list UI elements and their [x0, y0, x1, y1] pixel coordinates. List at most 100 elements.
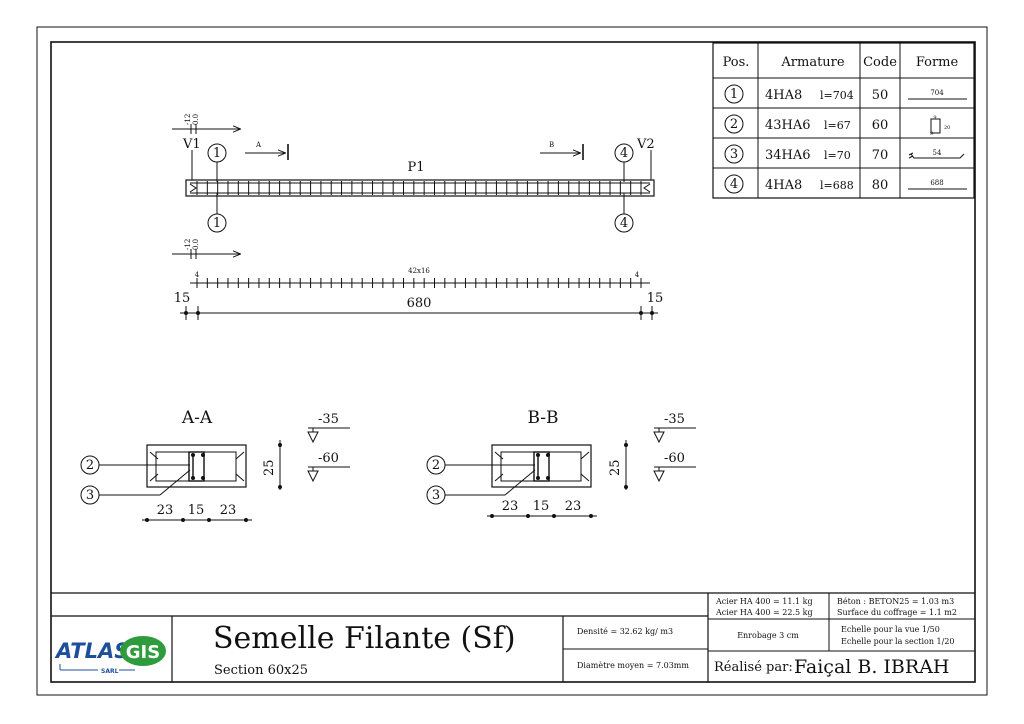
table-row-code: 50: [872, 88, 889, 103]
section-stirrup: [155, 451, 237, 482]
position-marker: [724, 174, 744, 194]
table-row-length: l=70: [824, 149, 851, 162]
densite-value: Densité = 32.62 kg/ m3: [577, 627, 673, 636]
shape-stirrup-dim: 20: [944, 125, 950, 131]
section-width: 23: [502, 499, 519, 514]
section-outline: [146, 444, 247, 488]
position-marker: [724, 84, 744, 104]
section-width: 15: [188, 503, 205, 518]
table-row-length: l=688: [820, 179, 854, 192]
support-label-right: V2: [636, 137, 655, 152]
logo-badge-text: GIS: [126, 642, 160, 663]
table-row-length: l=704: [820, 89, 854, 102]
title-block: ATLAS GIS SARL Semelle Filante (Sf) Sect…: [51, 592, 975, 682]
table-row-code: 80: [872, 178, 889, 193]
stirrups: [189, 181, 651, 195]
author-name: Faiçal B. IBRAH: [794, 656, 950, 678]
position-marker: [724, 144, 744, 164]
cut-label-b: B: [549, 141, 554, 149]
inner-border: [50, 41, 976, 683]
section-title: A-A: [181, 408, 213, 428]
section-level: -35: [664, 412, 685, 427]
section-callout: 2: [86, 458, 94, 473]
overall-dim-right: 15: [647, 291, 664, 306]
position-marker-label: 1: [213, 146, 221, 161]
level-label: -12: [184, 114, 192, 125]
section-width: 23: [565, 499, 582, 514]
stirrup-dim-right: 4: [635, 271, 640, 279]
position-marker: [724, 114, 744, 134]
section-width: 23: [157, 503, 174, 518]
bar-end-hook: [643, 183, 651, 193]
position-marker-label: 1: [213, 216, 221, 231]
section-a-a: A-A 2 3 25 23 15 23 -35 -60: [80, 408, 350, 522]
shape-length-label: 54: [933, 149, 942, 157]
hook-mark: [908, 152, 914, 159]
overall-dim-left: 15: [174, 291, 191, 306]
table-row-pos: 2: [730, 117, 738, 132]
beton-volume: Béton : BETON25 = 1.03 m3: [837, 597, 954, 606]
shape-length-label: 688: [930, 179, 943, 187]
coffrage-surface: Surface du coffrage = 1.1 m2: [837, 608, 957, 617]
section-callout: 3: [432, 488, 440, 503]
stirrup-dim-middle: 42x16: [408, 267, 430, 275]
realise-par-label: Réalisé par:: [714, 660, 793, 675]
level-label: -12: [184, 239, 192, 250]
section-height: 25: [262, 459, 277, 476]
section-width: 23: [220, 503, 237, 518]
drawing-title: Semelle Filante (Sf): [213, 621, 516, 656]
level-label: 0.0: [192, 239, 200, 250]
outer-border: [36, 26, 988, 696]
table-row-bars: 43HA6: [765, 118, 811, 133]
section-b-b: B-B 2 3 25 23 15 23 -35 -60: [426, 408, 696, 518]
support-label-left: V1: [182, 137, 201, 152]
beam-label: P1: [407, 160, 424, 175]
section-title: B-B: [527, 408, 558, 428]
enrobage-value: Enrobage 3 cm: [737, 631, 799, 640]
section-stirrup-inner: [188, 451, 205, 482]
diametre-value: Diamètre moyen = 7.03mm: [577, 661, 689, 670]
table-row-pos: 4: [730, 177, 738, 192]
table-header-pos: Pos.: [723, 55, 750, 70]
shape-stirrup: [930, 118, 941, 134]
table-header-forme: Forme: [916, 55, 959, 70]
position-marker-label: 4: [620, 146, 628, 161]
level-label: 0.0: [192, 114, 200, 125]
bar-end-hook: [189, 183, 197, 193]
table-header-armature: Armature: [780, 55, 844, 70]
acier-weight-1: Acier HA 400 = 11.1 kg: [715, 597, 813, 606]
cut-label-a: A: [255, 141, 262, 149]
table-row-bars: 34HA6: [765, 148, 811, 163]
section-level: -60: [318, 451, 339, 466]
echelle-section: Echelle pour la section 1/20: [841, 637, 955, 646]
echelle-vue: Echelle pour la vue 1/50: [841, 625, 940, 634]
logo-text: ATLAS: [54, 639, 129, 663]
logo-sub-text: SARL: [101, 668, 119, 675]
logo-badge: [120, 636, 166, 666]
section-callout: 3: [86, 488, 94, 503]
drawing-subtitle: Section 60x25: [214, 663, 308, 678]
stirrup-dim-left: 4: [195, 271, 200, 279]
beam-elevation: -12 0.0 V1 V2 A B P1 1 1 4 4: [172, 114, 663, 320]
table-row-pos: 1: [730, 87, 738, 102]
table-row-length: l=67: [824, 119, 851, 132]
table-header-code: Code: [863, 55, 897, 70]
table-row-bars: 4HA8: [765, 88, 802, 103]
section-outline: [491, 444, 592, 488]
position-marker-label: 4: [620, 216, 628, 231]
shape-stirrup-dim: 9: [933, 115, 936, 121]
rebar-table: Pos. Armature Code Forme 1 4HA8 l=704 50…: [712, 42, 975, 199]
shape-length-label: 704: [930, 89, 944, 97]
section-stirrup: [500, 451, 582, 482]
section-level: -35: [318, 412, 339, 427]
section-level: -60: [664, 451, 685, 466]
section-stirrup-inner: [533, 451, 550, 482]
company-logo: ATLAS GIS SARL: [54, 636, 166, 675]
stirrup-ticks: [196, 278, 642, 288]
table-row-code: 70: [872, 148, 889, 163]
acier-weight-2: Acier HA 400 = 22.5 kg: [715, 608, 813, 617]
shape-stirrup-dim: 9: [930, 131, 933, 137]
section-callout: 2: [432, 458, 440, 473]
beam-outline: [185, 179, 655, 197]
